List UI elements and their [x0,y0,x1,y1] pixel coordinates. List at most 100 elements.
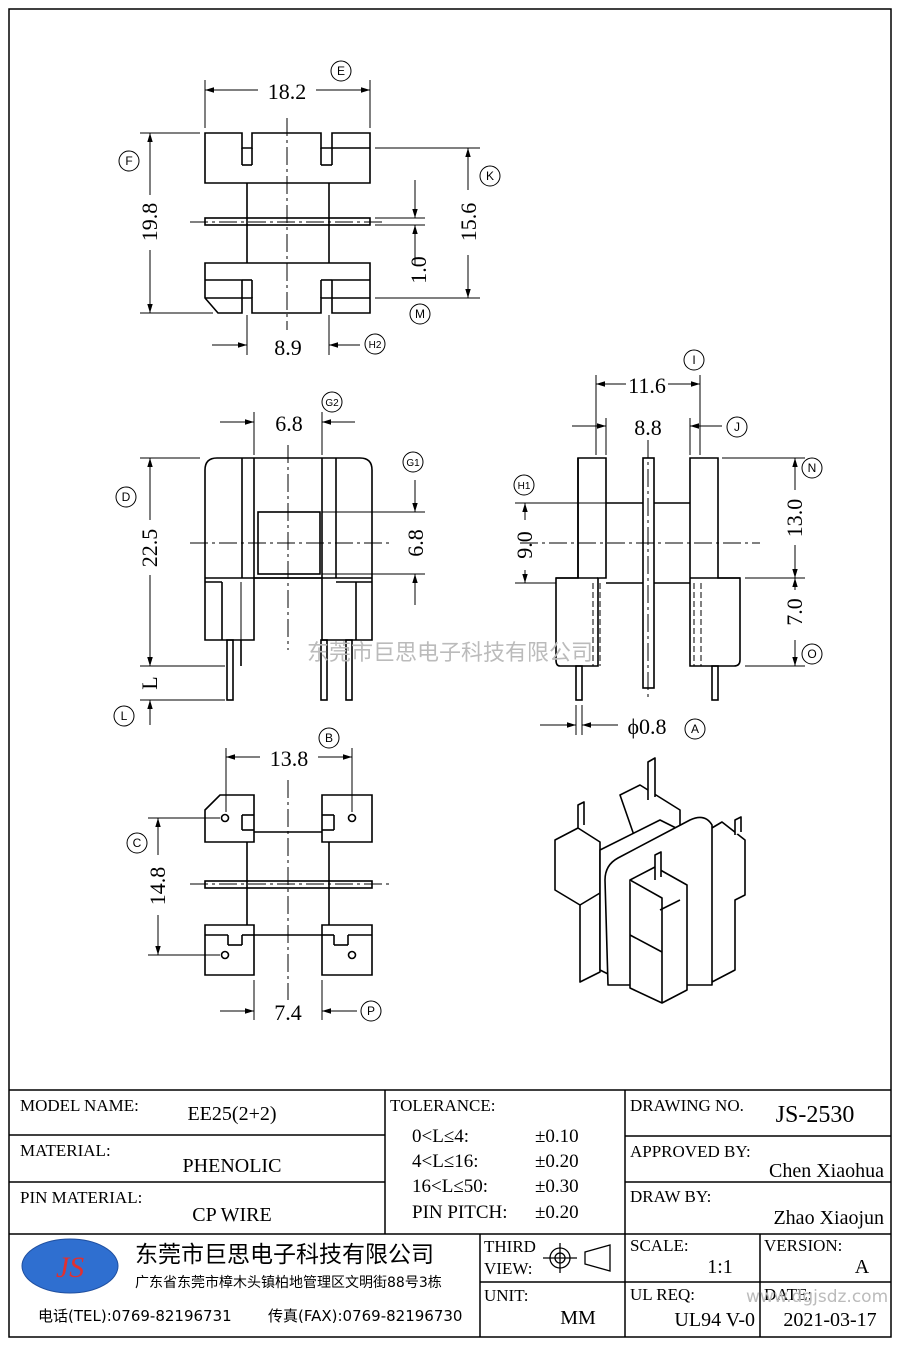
dim-f-lines [140,132,213,314]
approved-value: Chen Xiaohua [769,1160,884,1182]
unit-value: MM [560,1307,596,1329]
dim-o-lines [745,578,805,667]
bubble-labels: E F K M H2 G2 G1 D L I J H1 N O A B C P [113,60,823,1022]
dim-e-value: 18.2 [268,79,307,104]
svg-text:G2: G2 [325,398,339,409]
svg-text:H1: H1 [518,481,531,492]
svg-text:A: A [691,722,699,736]
dim-h1-value: 9.0 [512,531,537,559]
pin-material-value: CP WIRE [192,1204,271,1226]
date-label: DATE: [764,1285,812,1304]
dim-b-lines [225,748,353,812]
dim-c-value: 14.8 [145,867,170,906]
scale-value: 1:1 [707,1256,733,1278]
dim-c-lines [148,817,220,956]
bubble-b: B [318,727,340,749]
dim-l-value: L [137,676,162,689]
dim-k-lines [375,147,480,299]
ul-label: UL REQ: [630,1285,695,1304]
dim-d-value: 22.5 [137,529,162,568]
tol-value-4: ±0.20 [535,1202,579,1223]
version-label: VERSION: [764,1236,842,1255]
tol-value-1: ±0.10 [535,1126,579,1147]
bubble-a: A [684,718,706,740]
bubble-g2: G2 [321,391,343,413]
tol-value-3: ±0.30 [535,1176,579,1197]
material-value: PHENOLIC [183,1155,282,1177]
tol-range-1: 0<L≤4: [412,1126,469,1147]
model-label: MODEL NAME: [20,1096,139,1115]
dim-i-value: 11.6 [628,373,666,398]
svg-text:N: N [808,461,817,475]
dim-l-lines [140,640,225,725]
dim-o-value: 7.0 [782,598,807,626]
logo-text: JS [56,1251,84,1284]
pin-material-label: PIN MATERIAL: [20,1188,142,1207]
dim-g2-lines [220,412,355,455]
bubble-h2: H2 [364,333,386,355]
watermark: 东莞市巨思电子科技有限公司 [307,641,593,666]
tol-range-4: PIN PITCH: [412,1202,508,1223]
dim-e-lines [204,80,371,128]
svg-text:J: J [734,420,740,434]
bubble-d: D [115,486,137,508]
drawing-no-label: DRAWING NO. [630,1096,744,1115]
version-value: A [855,1256,870,1278]
bubble-j: J [726,416,748,438]
company-name: 东莞市巨思电子科技有限公司 [135,1242,434,1268]
svg-text:F: F [125,154,132,168]
top-view [204,132,371,314]
dim-b-value: 13.8 [270,746,309,771]
dim-n-lines [722,457,805,579]
dim-p-lines [220,980,357,1020]
company-logo [21,1238,119,1294]
date-value: 2021-03-17 [783,1309,876,1331]
dim-a-lines [540,705,618,735]
third-view-label-2: VIEW: [484,1259,532,1278]
third-view-label-1: THIRD [484,1237,536,1256]
approved-label: APPROVED BY: [630,1142,751,1161]
material-label: MATERIAL: [20,1141,111,1160]
website-watermark: www.dgjsdz.com [746,1287,888,1307]
dim-k-value: 15.6 [456,203,481,242]
svg-text:B: B [325,731,333,745]
bubble-p: P [360,1000,382,1022]
tolerance-label: TOLERANCE: [390,1096,495,1115]
draw-by-label: DRAW BY: [630,1187,711,1206]
scale-label: SCALE: [630,1236,689,1255]
company-tel: 电话(TEL):0769-82196731 [38,1307,232,1325]
dim-g1-lines [322,480,425,605]
dim-f-value: 19.8 [137,203,162,242]
drawing-no-value: JS-2530 [776,1102,855,1128]
tol-value-2: ±0.20 [535,1151,579,1172]
dim-m-value: 1.0 [406,256,431,284]
svg-text:H2: H2 [369,340,382,351]
dim-i-lines [595,375,701,455]
svg-text:E: E [337,64,345,78]
company-address: 广东省东莞市樟木头镇柏地管理区文明街88号3栋 [135,1274,442,1291]
company-fax: 传真(FAX):0769-82196730 [268,1307,462,1325]
svg-text:M: M [415,307,425,321]
svg-text:I: I [692,353,695,367]
side-view-hidden-lines [592,583,702,666]
title-block [9,1089,891,1337]
ul-value: UL94 V-0 [674,1309,755,1331]
bubble-f: F [118,150,140,172]
unit-label: UNIT: [484,1286,528,1305]
sheet-border [8,8,892,1338]
svg-text:L: L [121,709,128,723]
dim-j-lines [572,418,722,455]
dim-p-value: 7.4 [274,1000,302,1025]
title-block-text: MODEL NAME: EE25(2+2) MATERIAL: PHENOLIC… [20,1096,888,1331]
bubble-i: I [683,349,705,371]
dim-n-value: 13.0 [782,499,807,538]
dim-m-lines [375,180,425,265]
svg-text:D: D [122,490,131,504]
dim-h1-lines [515,502,606,584]
bubble-h1: H1 [513,474,535,496]
third-angle-symbol [543,1243,611,1273]
model-value: EE25(2+2) [187,1103,276,1125]
bubble-m: M [409,303,431,325]
svg-text:C: C [133,836,142,850]
